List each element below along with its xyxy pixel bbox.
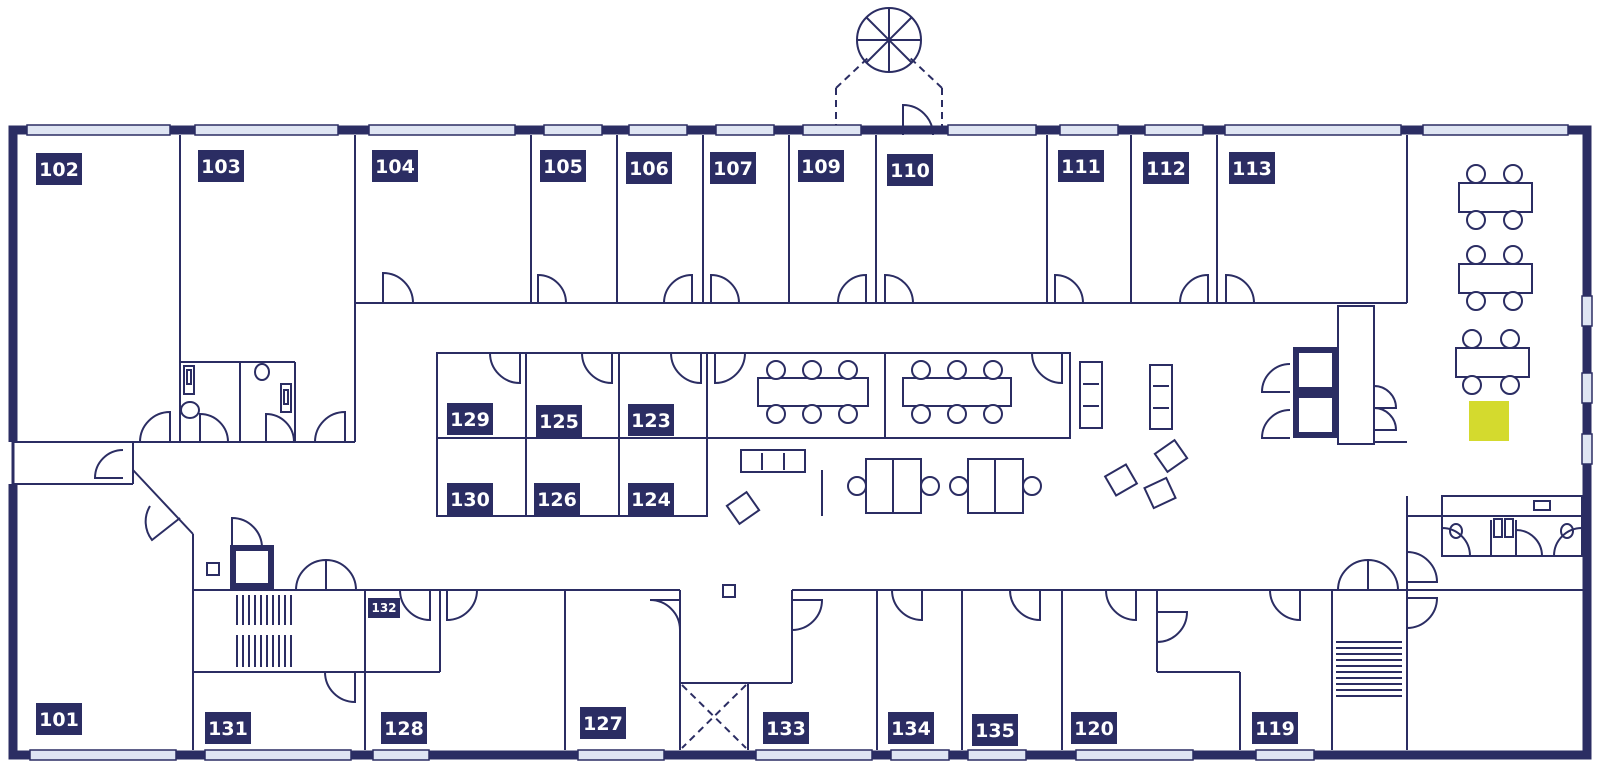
room-label-120: 120	[1071, 712, 1117, 744]
room-label-109: 109	[798, 150, 844, 182]
stair-icon	[236, 595, 1402, 697]
room-label-125: 125	[536, 405, 582, 437]
room-number: 104	[375, 156, 415, 178]
elevator-icon	[206, 347, 1338, 598]
room-label-background	[628, 404, 674, 436]
table-icon	[757, 182, 1533, 514]
room-label-background	[887, 154, 933, 186]
room-number: 124	[631, 489, 671, 511]
chair-icon	[766, 164, 1523, 496]
room-labels: 101 102 103 104 105 106 107 109 110 111 112 113 119 1…	[36, 150, 1298, 746]
room-label-127: 127	[580, 707, 626, 739]
room-label-107: 107	[710, 152, 756, 184]
room-number: 101	[39, 709, 79, 731]
room-label-134: 134	[888, 712, 934, 744]
room-number: 111	[1061, 156, 1101, 178]
room-label-111: 111	[1058, 150, 1104, 182]
room-number: 126	[537, 489, 577, 511]
room-number: 110	[890, 160, 930, 182]
room-label-background	[36, 703, 82, 735]
room-label-background	[536, 405, 582, 437]
room-label-background	[1058, 150, 1104, 182]
room-label-background	[628, 483, 674, 515]
room-number: 106	[629, 158, 669, 180]
room-number: 119	[1255, 718, 1295, 740]
room-number: 130	[450, 489, 490, 511]
room-label-background	[798, 150, 844, 182]
room-label-102: 102	[36, 153, 82, 185]
room-label-133: 133	[763, 712, 809, 744]
room-number: 127	[583, 713, 623, 735]
room-number: 112	[1146, 158, 1186, 180]
room-label-101: 101	[36, 703, 82, 735]
room-number: 133	[766, 718, 806, 740]
room-label-background	[710, 152, 756, 184]
room-label-background	[447, 483, 493, 515]
room-label-124: 124	[628, 483, 674, 515]
room-label-103: 103	[198, 150, 244, 182]
room-label-background	[580, 707, 626, 739]
room-label-104: 104	[372, 150, 418, 182]
room-label-110: 110	[887, 154, 933, 186]
room-number: 129	[450, 409, 490, 431]
room-label-background	[534, 483, 580, 515]
room-label-background	[36, 153, 82, 185]
room-label-background	[540, 150, 586, 182]
room-label-background	[626, 152, 672, 184]
room-label-123: 123	[628, 404, 674, 436]
highlight-marker	[1469, 401, 1509, 441]
room-label-background	[1143, 152, 1189, 184]
room-number: 113	[1232, 158, 1272, 180]
room-label-background	[372, 150, 418, 182]
room-label-background	[381, 712, 427, 744]
room-label-background	[763, 712, 809, 744]
room-label-112: 112	[1143, 152, 1189, 184]
room-number: 131	[208, 718, 248, 740]
spiral-stair-icon	[835, 7, 943, 128]
room-label-105: 105	[540, 150, 586, 182]
room-number: 103	[201, 156, 241, 178]
room-number: 128	[384, 718, 424, 740]
room-number: 132	[371, 601, 396, 615]
room-label-background	[368, 598, 400, 618]
room-number: 107	[713, 158, 753, 180]
room-label-130: 130	[447, 483, 493, 515]
room-label-106: 106	[626, 152, 672, 184]
room-number: 102	[39, 159, 79, 181]
room-number: 120	[1074, 718, 1114, 740]
room-label-background	[1071, 712, 1117, 744]
room-number: 134	[891, 718, 931, 740]
room-label-128: 128	[381, 712, 427, 744]
room-label-129: 129	[447, 403, 493, 435]
room-label-background	[1229, 152, 1275, 184]
room-label-126: 126	[534, 483, 580, 515]
room-label-131: 131	[205, 712, 251, 744]
toilet-icon	[180, 363, 1574, 539]
room-label-background	[888, 712, 934, 744]
room-number: 105	[543, 156, 583, 178]
room-number: 125	[539, 411, 579, 433]
room-label-background	[447, 403, 493, 435]
room-label-background	[972, 714, 1018, 746]
room-number: 135	[975, 720, 1015, 742]
room-label-113: 113	[1229, 152, 1275, 184]
room-number: 123	[631, 410, 671, 432]
room-label-background	[205, 712, 251, 744]
room-label-132: 132	[368, 598, 400, 618]
room-label-background	[1252, 712, 1298, 744]
room-label-135: 135	[972, 714, 1018, 746]
window-icon	[26, 124, 1593, 761]
sofa-icon	[725, 361, 1189, 526]
room-number: 109	[801, 156, 841, 178]
interior-walls	[13, 135, 1587, 750]
door-swing-icon	[93, 103, 1583, 704]
room-label-background	[198, 150, 244, 182]
room-label-119: 119	[1252, 712, 1298, 744]
